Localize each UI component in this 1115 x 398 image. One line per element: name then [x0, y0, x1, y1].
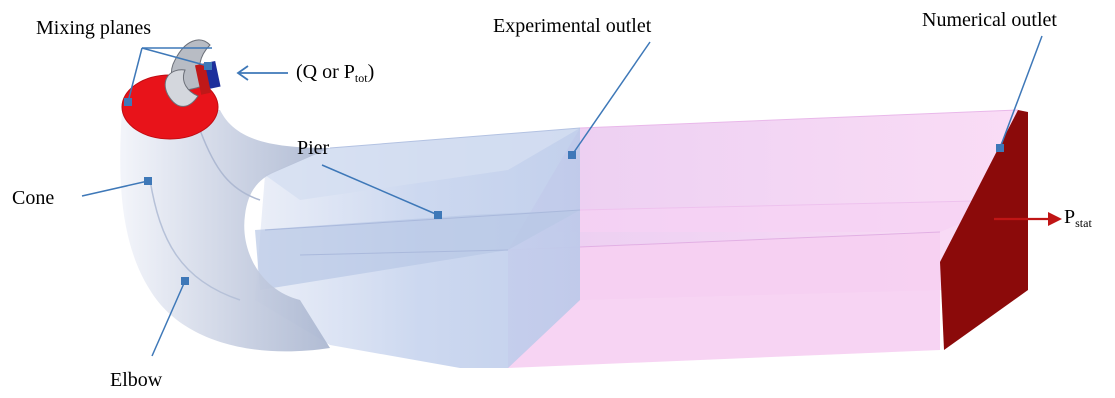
- runner: [164, 39, 221, 107]
- experimental-outlet-label: Experimental outlet: [493, 15, 652, 37]
- numerical-outlet-label: Numerical outlet: [922, 9, 1057, 31]
- pressure-main: P: [1064, 206, 1076, 228]
- leader-lines: [81, 35, 1043, 357]
- inlet-subscript: tot: [354, 71, 368, 85]
- cone-label: Cone: [12, 187, 55, 209]
- markers: [124, 62, 1004, 285]
- pressure-subscript: stat: [1075, 216, 1092, 230]
- numerical-outlet-face: [940, 110, 1028, 350]
- inlet-suffix: ): [367, 61, 375, 83]
- outlet-extension: [507, 109, 1019, 368]
- pressure-arrow: [994, 212, 1062, 226]
- pier-label: Pier: [297, 137, 330, 159]
- static-pressure-label: Pstat: [1064, 207, 1092, 229]
- mixing-planes-label: Mixing planes: [36, 17, 151, 39]
- inlet-prefix: (Q or P: [296, 61, 355, 83]
- inlet-condition-label: (Q or Ptot): [296, 62, 374, 84]
- cone-elbow: [120, 110, 330, 352]
- inlet-arrow: [236, 65, 288, 81]
- elbow-label: Elbow: [110, 369, 163, 391]
- diffuser-body: [255, 127, 581, 368]
